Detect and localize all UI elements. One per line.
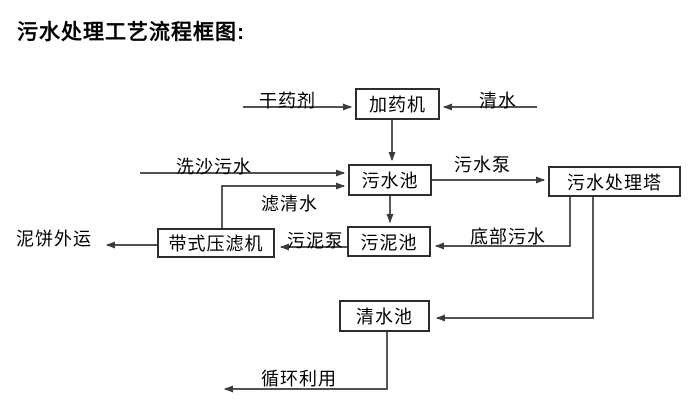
label-sludge-pump: 污泥泵 bbox=[287, 231, 344, 251]
node-clean-water-pool: 清水池 bbox=[339, 300, 430, 332]
node-sludge-pool: 污泥池 bbox=[347, 226, 431, 257]
arrow-filtered-water-to-sewage-pool bbox=[221, 182, 345, 228]
node-belt-filter-press: 带式压滤机 bbox=[157, 228, 275, 258]
node-treatment-tower: 污水处理塔 bbox=[548, 166, 681, 197]
label-clean-water: 清水 bbox=[479, 91, 517, 111]
label-dry-agent: 干药剂 bbox=[259, 91, 316, 111]
label-bottom-sewage: 底部污水 bbox=[470, 227, 546, 247]
arrow-bottom-sewage-to-sludge-pool bbox=[435, 197, 571, 250]
node-sewage-pool: 污水池 bbox=[348, 164, 432, 196]
label-filtered-water: 滤清水 bbox=[261, 194, 318, 214]
label-recycling: 循环利用 bbox=[261, 369, 337, 389]
arrow-tower-to-clean-water-pool bbox=[436, 197, 594, 322]
label-mud-cake-out: 泥饼外运 bbox=[16, 229, 92, 249]
node-dosing-machine: 加药机 bbox=[355, 88, 440, 120]
label-sand-washing-sewage: 洗沙污水 bbox=[176, 157, 252, 177]
arrow-clean-water-pool-to-recycling bbox=[224, 332, 388, 393]
page-title: 污水处理工艺流程框图: bbox=[17, 21, 245, 44]
label-sewage-pump: 污水泵 bbox=[454, 155, 511, 175]
